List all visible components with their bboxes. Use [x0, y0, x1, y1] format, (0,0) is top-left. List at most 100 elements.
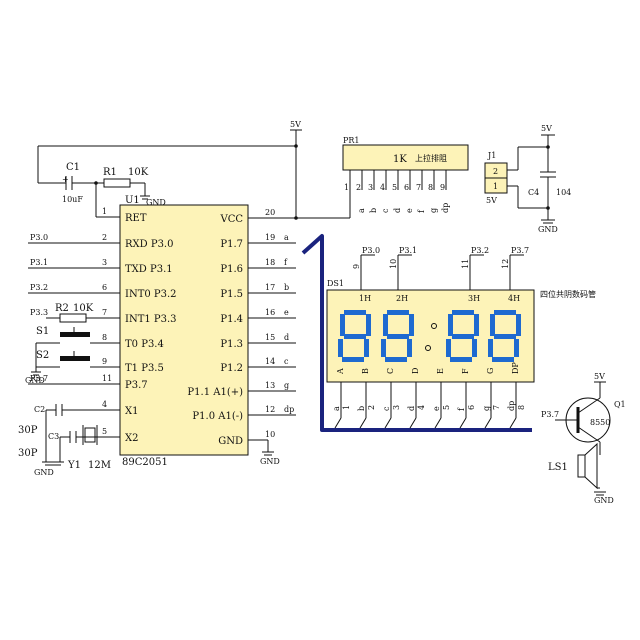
display-pin-net: b	[357, 406, 366, 411]
display-title: 四位共阴数码管	[540, 289, 596, 299]
speaker-designator: LS1	[548, 462, 568, 473]
signal-bus	[301, 234, 532, 432]
r1-body	[103, 178, 131, 188]
q1-part: 8550	[590, 418, 610, 427]
mcu-pin-name: X2	[125, 433, 138, 444]
mcu-pin-name: GND	[218, 436, 243, 447]
mcu-pin-number: 20	[265, 208, 275, 217]
pr1-pin-net: d	[393, 208, 402, 213]
j1-label: 5V	[486, 196, 497, 205]
c3-value: 30P	[18, 448, 38, 459]
c3-label: C3	[48, 432, 59, 441]
display-pin-net: f	[457, 407, 466, 411]
segment-a	[387, 310, 409, 315]
net-label: P3.2	[30, 283, 48, 292]
gnd-label: GND	[25, 376, 45, 385]
buzzer-vcc: 5V	[594, 372, 605, 381]
mcu-pin-number: 17	[265, 283, 275, 292]
display-pin-entry	[434, 417, 442, 429]
digit-mark: 4H	[508, 294, 520, 303]
mcu-body	[119, 204, 249, 456]
c1-label: C1	[66, 162, 80, 173]
r2-label: R2	[55, 303, 69, 314]
segment-e	[338, 339, 343, 357]
mcu-pin-number: 9	[102, 357, 107, 366]
segment-b	[516, 314, 521, 336]
mcu-pin-number: 13	[265, 381, 275, 390]
pr1-pin-net: a	[357, 208, 366, 213]
digit-mark: 2H	[396, 294, 408, 303]
seven-seg-digit	[338, 310, 371, 362]
display-pin-net: c	[382, 406, 391, 411]
digit-net-label: P3.7	[511, 246, 529, 255]
digit-pin-number: 11	[461, 259, 470, 269]
mcu-pin-number: 1	[102, 207, 107, 216]
display-pin-number: 3	[392, 405, 401, 410]
display-designator: DS1	[327, 279, 344, 288]
segment-d	[492, 357, 514, 362]
pr1-designator: PR1	[343, 136, 360, 145]
segment-d	[385, 357, 407, 362]
segment-f	[490, 314, 495, 336]
mcu-pin-number: 18	[265, 258, 275, 267]
mcu-pin-net: e	[284, 308, 289, 317]
display-pin-entry	[334, 417, 342, 429]
segment-c	[364, 339, 369, 357]
mcu-part-label: 89C2051	[122, 457, 168, 468]
j1-designator: J1	[487, 151, 496, 160]
speaker-body	[577, 454, 586, 478]
display-pin-entry	[509, 417, 517, 429]
segment-label: A	[336, 368, 345, 375]
display-pin-net: g	[482, 406, 491, 411]
mcu-pin-name: P1.2	[220, 363, 243, 374]
segment-d	[342, 357, 364, 362]
digit-pin-number: 12	[501, 259, 510, 269]
j1-pin: 2	[493, 167, 498, 176]
mcu-pin-name: INT0 P3.2	[125, 289, 177, 300]
j1-connector: J1 2 1 5V 5V GND C4 104	[484, 124, 571, 234]
mcu-pin-net: dp	[284, 405, 294, 414]
svg-text:+: +	[62, 175, 69, 184]
pr1-pin-net: b	[369, 208, 378, 213]
mcu-pin-name: T0 P3.4	[125, 339, 164, 350]
q1-designator: Q1	[614, 400, 626, 409]
c4-gnd: GND	[538, 225, 558, 234]
net-label: P3.7	[30, 374, 48, 383]
pr1-pin-number: 4	[380, 183, 385, 192]
segment-c	[472, 339, 477, 357]
digit-net-label: P3.1	[399, 246, 417, 255]
crystal-y1	[84, 427, 96, 443]
p33-label: P3.3	[30, 308, 48, 317]
segment-label: F	[461, 368, 470, 374]
display-pin-entry	[459, 417, 467, 429]
mcu-pin-name: RET	[125, 213, 147, 224]
mcu-pin-number: 10	[265, 430, 275, 439]
r2-value: 10K	[73, 303, 94, 314]
segment-e	[446, 339, 451, 357]
gnd-label: GND	[34, 468, 54, 477]
pr1-pin-net: g	[429, 208, 438, 213]
mcu-right-pins: 20VCC19P1.7a18P1.6f17P1.5b16P1.4e15P1.3d…	[187, 208, 296, 447]
mcu-pin-net: a	[284, 233, 289, 242]
mcu-pin-number: 16	[265, 308, 275, 317]
j1-pin: 1	[493, 182, 498, 191]
mcu-pin-name: INT1 P3.3	[125, 314, 177, 325]
segment-b	[409, 314, 414, 336]
mcu-pin-name: P1.5	[220, 289, 243, 300]
digit-mark: 1H	[359, 294, 371, 303]
net-label: P3.0	[30, 233, 48, 242]
pr1-pin-number: 7	[416, 183, 421, 192]
display-pin-number: 1	[342, 405, 351, 410]
r1-value: 10K	[128, 167, 149, 178]
c4-value: 104	[556, 188, 571, 197]
s2-label: S2	[36, 350, 49, 361]
seven-seg-digit	[381, 310, 414, 362]
mcu-pin-name: P3.7	[125, 380, 148, 391]
display-pin-number: 7	[492, 405, 501, 410]
segment-c	[514, 339, 519, 357]
